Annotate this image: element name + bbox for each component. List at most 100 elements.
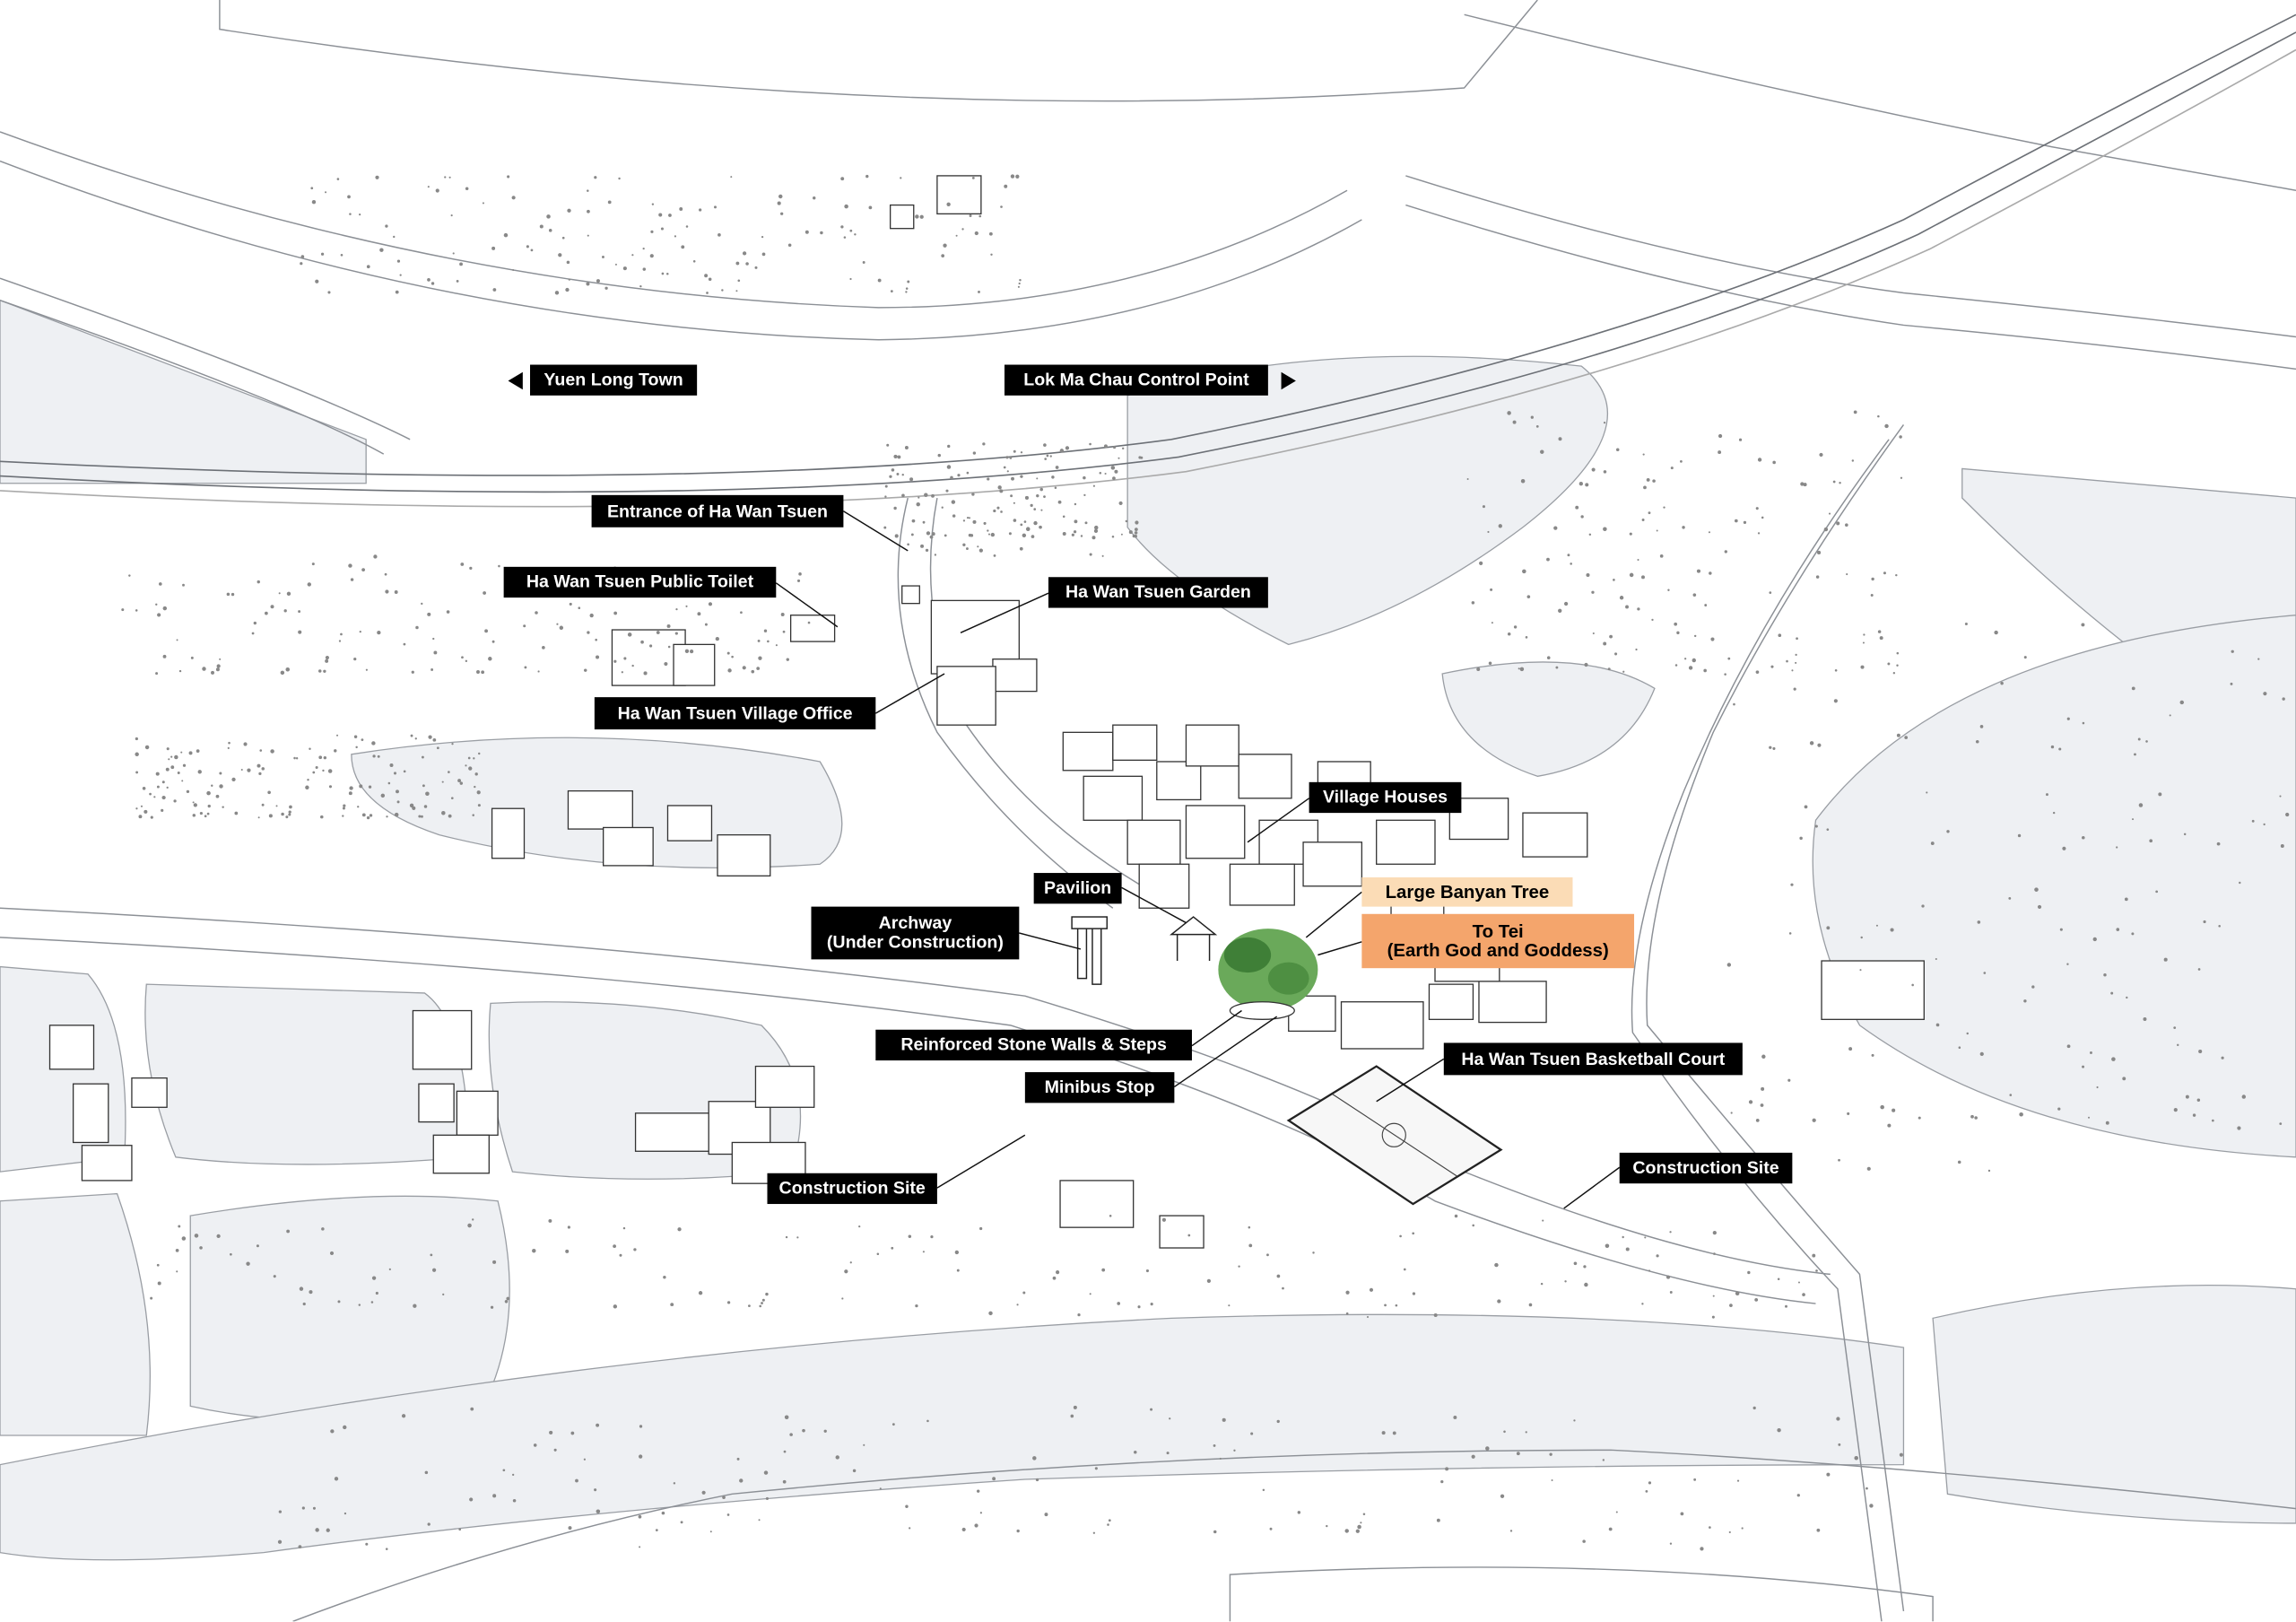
tree-dot	[1879, 636, 1883, 641]
pavilion	[1170, 916, 1218, 962]
tree-dot	[681, 245, 685, 249]
tree-dot	[748, 1304, 751, 1308]
tree-dot	[156, 1263, 160, 1267]
tree-dot	[395, 290, 399, 294]
tree-dot	[424, 1470, 429, 1475]
tree-dot	[1010, 494, 1013, 498]
tree-dot	[978, 214, 982, 218]
tree-dot	[596, 655, 600, 659]
tree-dot	[325, 658, 329, 663]
tree-dot	[709, 1530, 712, 1533]
tree-dot	[992, 1477, 996, 1481]
tree-dot	[587, 189, 589, 192]
tree-dot	[1918, 1116, 1921, 1120]
tree-dot	[492, 1494, 497, 1498]
tree-dot	[1039, 487, 1043, 492]
tree-dot	[413, 1304, 417, 1308]
tree-dot	[1022, 533, 1027, 538]
tree-dot	[642, 247, 645, 250]
tree-dot	[884, 495, 887, 498]
tree-dot	[1542, 1219, 1544, 1222]
tree-dot	[1062, 532, 1066, 536]
tree-dot	[1734, 519, 1738, 523]
tree-dot	[868, 205, 873, 210]
tree-dot	[1219, 1457, 1222, 1461]
tree-dot	[1044, 458, 1048, 460]
tree-dot	[1795, 653, 1797, 657]
tree-dot	[1512, 420, 1517, 424]
tree-dot	[1613, 579, 1615, 581]
tree-dot	[891, 1246, 894, 1250]
tree-dot	[311, 562, 315, 566]
tree-dot	[380, 793, 386, 798]
tree-dot	[366, 815, 370, 820]
tree-dot	[1005, 456, 1009, 459]
tree-dot	[1065, 446, 1070, 450]
tree-dot	[907, 543, 909, 546]
tree-dot	[1584, 662, 1588, 667]
tree-dot	[503, 232, 509, 238]
tree-dot	[430, 1253, 433, 1257]
tree-dot	[956, 1269, 960, 1272]
tree-dot	[987, 529, 989, 532]
tree-dot	[1355, 1529, 1360, 1533]
tree-dot	[2218, 924, 2221, 928]
tree-dot	[431, 1268, 437, 1272]
tree-dot	[758, 656, 762, 660]
tree-dot	[506, 1296, 510, 1301]
tree-dot	[843, 236, 847, 239]
tree-dot	[231, 777, 236, 782]
tree-dot	[2037, 904, 2042, 910]
tree-dot	[2008, 896, 2012, 900]
tree-dot	[1022, 1291, 1026, 1295]
tree-dot	[1009, 456, 1013, 459]
tree-dot	[206, 790, 211, 796]
tree-dot	[761, 1298, 765, 1302]
tree-dot	[1796, 1494, 1800, 1497]
tree-dot	[448, 771, 450, 773]
tree-dot	[216, 664, 221, 668]
tree-dot	[1602, 1459, 1605, 1461]
tree-dot	[704, 623, 708, 626]
tree-dot	[450, 214, 453, 217]
tree-dot	[1896, 664, 1899, 667]
tree-dot	[219, 784, 223, 789]
tree-dot	[568, 1526, 572, 1530]
tree-dot	[315, 765, 318, 770]
tree-dot	[1979, 725, 1984, 728]
tree-dot	[979, 1226, 983, 1231]
tree-dot	[650, 230, 654, 233]
tree-dot	[1312, 1251, 1315, 1254]
tree-dot	[1578, 482, 1583, 486]
tree-dot	[456, 280, 459, 283]
tree-dot	[586, 282, 590, 286]
tree-dot	[969, 214, 972, 217]
tree-dot	[631, 254, 634, 257]
tree-dot	[1729, 1304, 1733, 1307]
tree-dot	[2023, 656, 2027, 659]
tree-dot	[680, 1521, 683, 1524]
tree-dot	[1017, 285, 1020, 288]
tree-dot	[1974, 1116, 1978, 1120]
tree-dot	[1555, 666, 1559, 669]
tree-dot	[735, 290, 738, 292]
tree-dot	[735, 261, 740, 266]
tree-dot	[2198, 1049, 2203, 1054]
tree-dot	[1648, 511, 1651, 515]
tree-dot	[350, 578, 354, 581]
tree-dot	[840, 177, 845, 181]
tree-dot	[1023, 520, 1027, 523]
tree-dot	[1693, 634, 1697, 638]
tree-dot	[907, 280, 910, 283]
tree-dot	[1712, 1295, 1715, 1297]
tree-dot	[1718, 450, 1722, 455]
tree-dot	[427, 612, 431, 616]
tree-dot	[2192, 1113, 2196, 1117]
tree-dot	[607, 200, 612, 205]
tree-dot	[1549, 1452, 1552, 1456]
tree-dot	[1008, 532, 1012, 536]
tree-dot	[2263, 692, 2267, 696]
tree-dot	[315, 1528, 319, 1532]
tree-dot	[412, 806, 416, 810]
tree-dot	[664, 661, 668, 667]
